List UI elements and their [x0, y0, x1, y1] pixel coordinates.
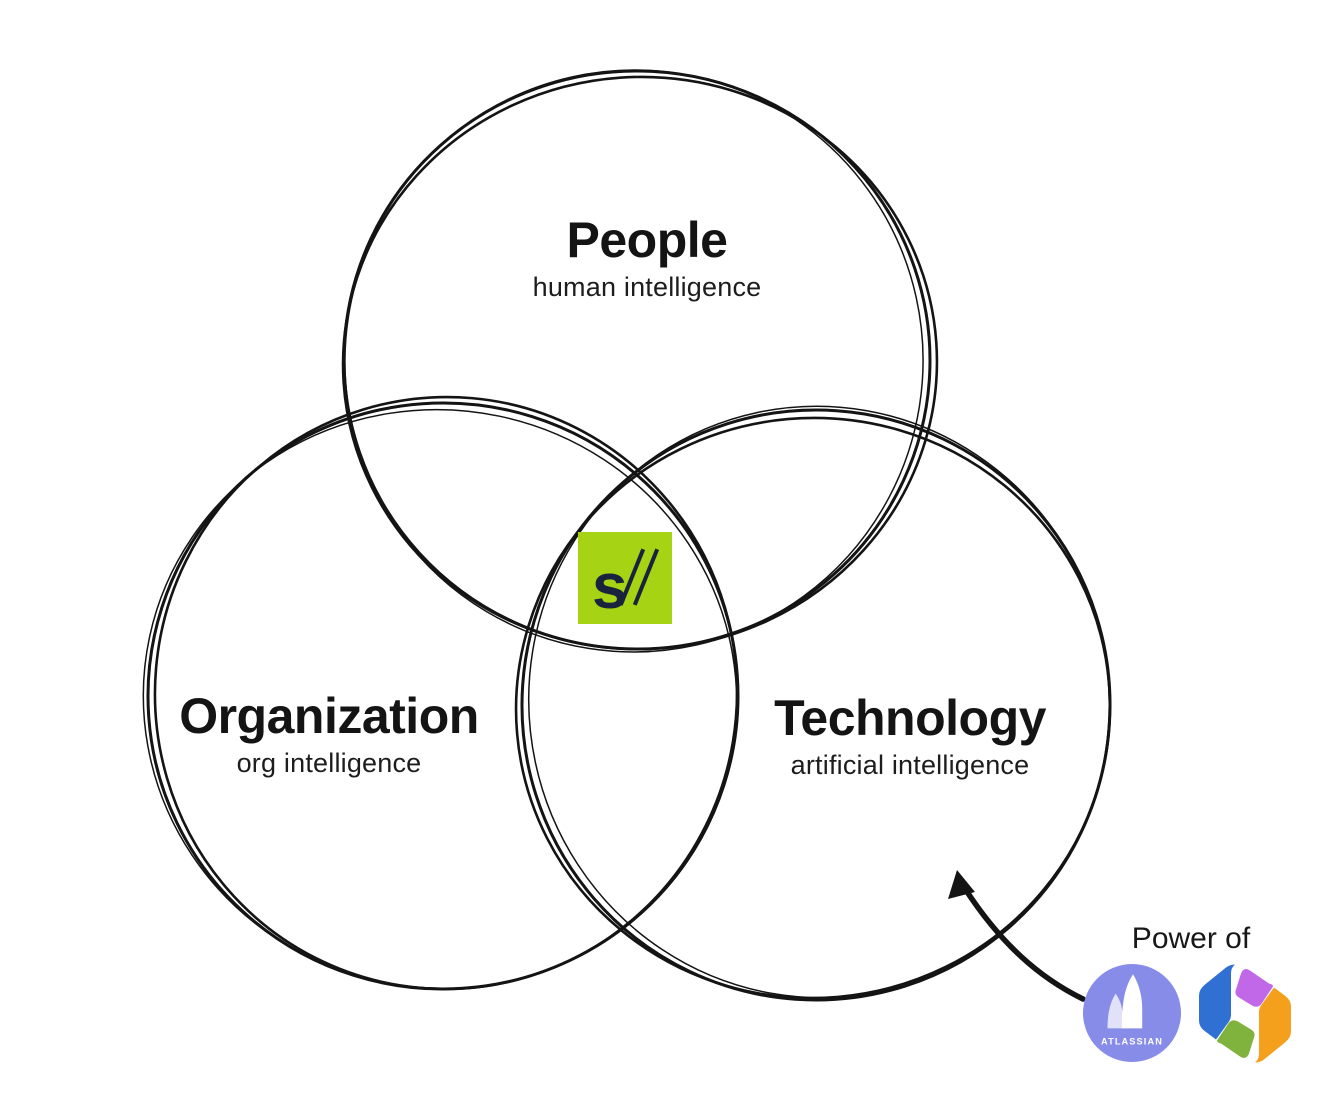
center-logo-letter: s	[592, 549, 628, 622]
atlassian-wordmark: ATLASSIAN	[1101, 1037, 1163, 1047]
hexagon-green-segment	[1217, 1020, 1255, 1058]
organization-circle-outline	[142, 395, 740, 991]
organization-label: Organization org intelligence	[179, 690, 479, 779]
hexagon-logo	[1199, 964, 1291, 1063]
people-label: People human intelligence	[533, 214, 762, 303]
atlassian-logo: ATLASSIAN	[1083, 964, 1181, 1062]
hexagon-purple-segment	[1235, 969, 1273, 1007]
atlassian-sail-large-icon	[1121, 974, 1143, 1029]
hexagon-orange-segment	[1255, 987, 1291, 1063]
hexagon-blue-segment	[1199, 964, 1235, 1040]
organization-title: Organization	[179, 688, 479, 744]
curved-arrow-icon	[948, 870, 1086, 1002]
organization-subtitle: org intelligence	[236, 747, 422, 778]
power-of-label: Power of	[1131, 922, 1251, 955]
arrowhead-icon	[948, 870, 975, 899]
people-circle-outline	[341, 69, 939, 653]
atlassian-sail-small-icon	[1107, 993, 1123, 1029]
people-subtitle: human intelligence	[532, 271, 762, 302]
people-title: People	[566, 212, 728, 268]
center-logo: s	[578, 532, 672, 624]
technology-circle-outline	[514, 405, 1112, 1002]
technology-subtitle: artificial intelligence	[790, 749, 1030, 780]
technology-title: Technology	[774, 690, 1046, 746]
technology-label: Technology artificial intelligence	[774, 692, 1046, 781]
